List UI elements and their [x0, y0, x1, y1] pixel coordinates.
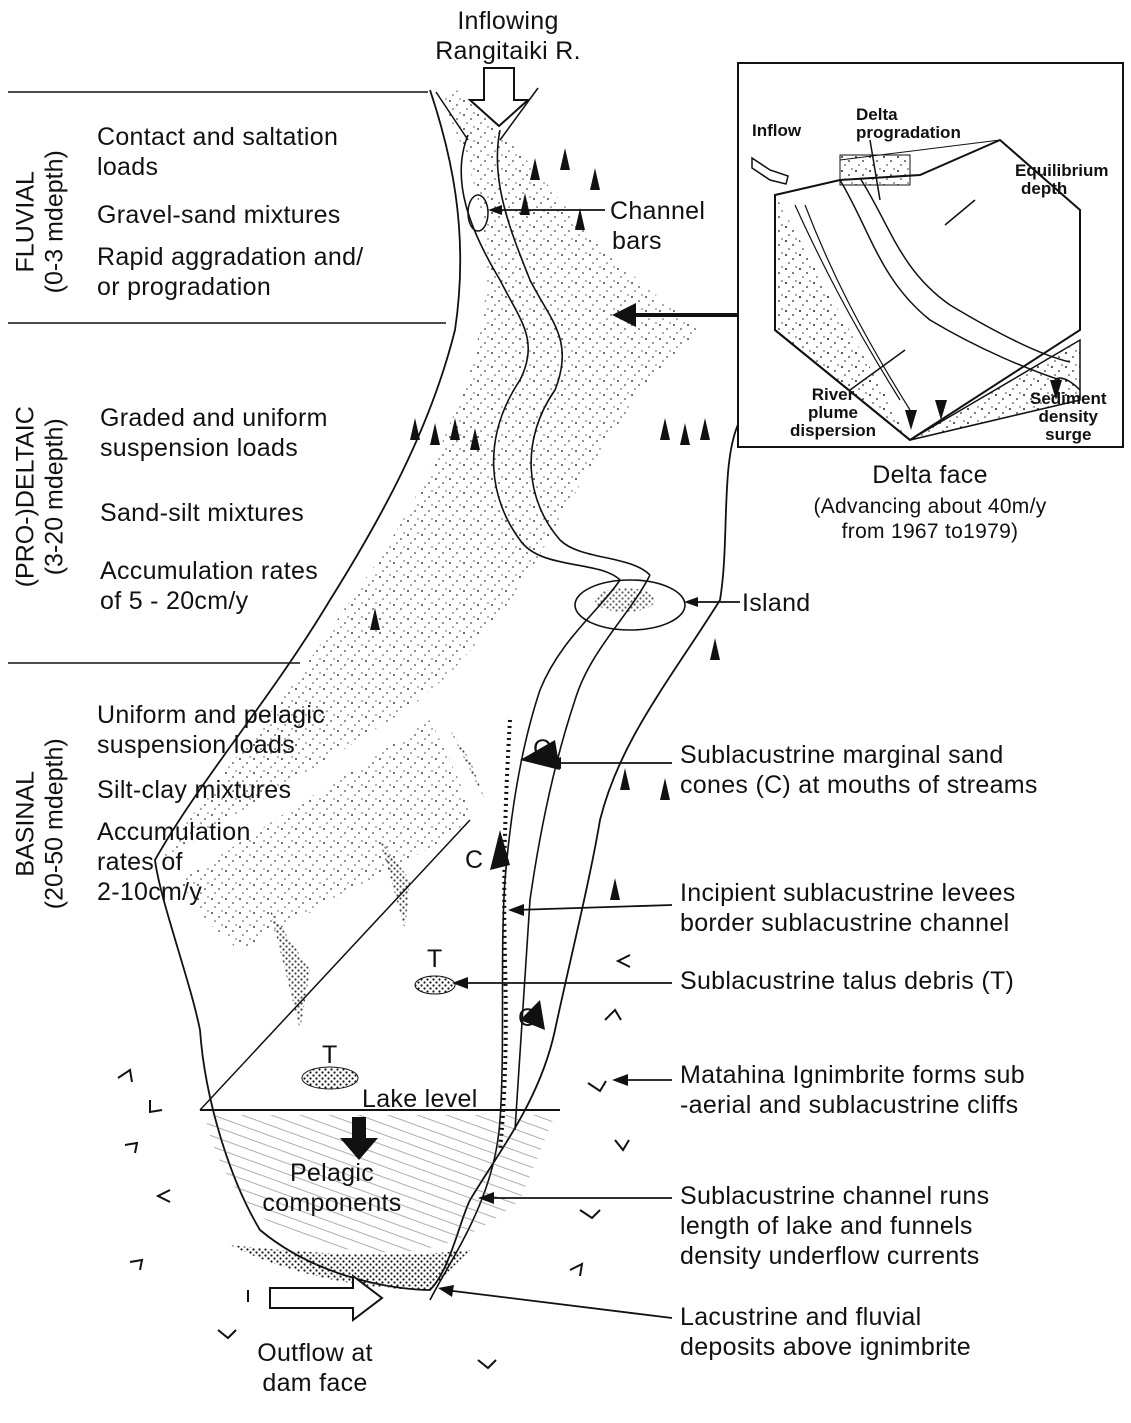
lake-level-label: Lake level: [362, 1084, 478, 1114]
cone-label-3: C: [518, 1003, 536, 1033]
bottom-deposits: [230, 1245, 470, 1290]
right-label-talus: Sublacustrine talus debris (T): [680, 966, 1014, 996]
deltaic-mix: Sand-silt mixtures: [100, 498, 304, 528]
talus-label-1: T: [427, 944, 443, 974]
inset-caption: Delta face: [830, 460, 1030, 490]
zone-label-basinal: BASINAL (20-50 mdepth): [11, 716, 69, 932]
basinal-mix: Silt-clay mixtures: [97, 775, 291, 805]
zone-label-fluvial: FLUVIAL (0-3 mdepth): [11, 132, 69, 312]
cone-label-1: C: [533, 734, 551, 764]
talus-debris: [302, 976, 455, 1089]
fluvial-rate: Rapid aggradation and/or progradation: [97, 242, 364, 302]
island-shape: [575, 580, 685, 630]
inflow-title: Inflowing Rangitaiki R.: [428, 6, 588, 66]
fluvial-mix: Gravel-sand mixtures: [97, 200, 341, 230]
talus-label-2: T: [322, 1040, 338, 1070]
right-label-ignimbrite: Matahina Ignimbrite forms sub-aerial and…: [680, 1060, 1025, 1120]
zone-label-deltaic: (PRO-)DELTAIC (3-20 mdepth): [11, 377, 69, 617]
cone-label-2: C: [465, 845, 483, 875]
inset-inflow-label: Inflow: [752, 122, 801, 140]
island-label: Island: [742, 588, 811, 618]
